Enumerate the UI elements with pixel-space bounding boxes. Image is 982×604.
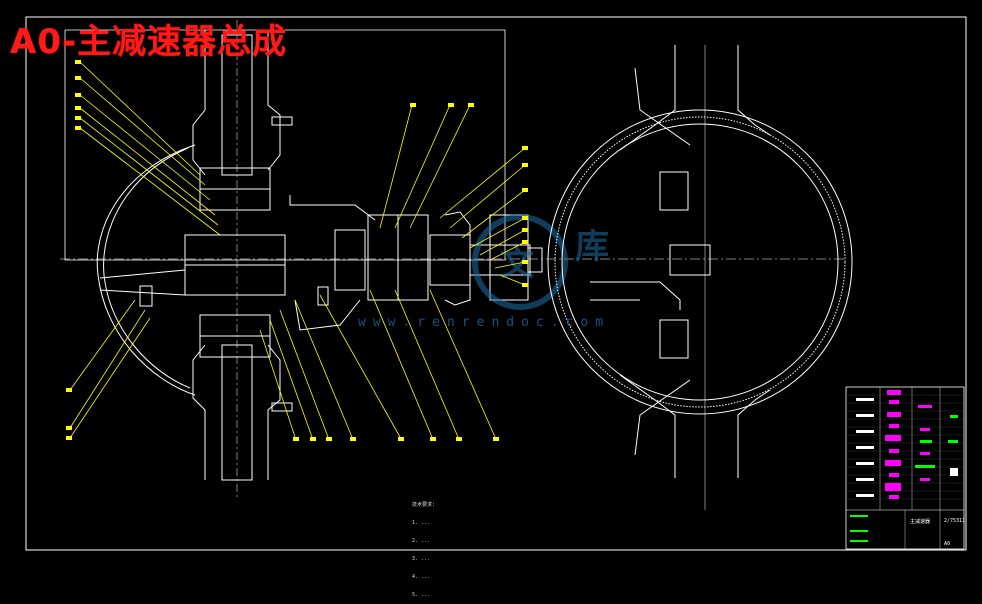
title-block-drawing-no: 2/75311 [944,518,965,524]
drawing-frame [25,16,967,551]
title-block-sheet: A0 [944,541,950,547]
title-block-drawing-name: 主减速器 [910,518,930,525]
tech-note-line: 2. ... [412,538,431,544]
svg-text:库: 库 [575,227,609,267]
leader-lines [69,61,526,439]
title-block: 2/75311 主减速器 A0 [845,386,965,550]
tech-note-line: 4. ... [412,574,431,580]
pinion-assembly [334,211,543,306]
tech-note-line: 5. ... [412,592,431,598]
balloon-tags [66,60,528,441]
watermark-text: www.renrendoc.com [358,315,611,330]
tech-note-line: 3. ... [412,556,431,562]
left-section-view [96,20,376,500]
tech-note-line: 技术要求: [412,502,436,508]
tech-note-line: 1. ... [412,520,431,526]
right-side-view [547,45,853,510]
tech-notes: 技术要求: 1. ... 2. ... 3. ... 4. ... 5. ... [412,490,435,604]
drawing-title: A0-主减速器总成 [10,22,288,62]
detail-frame [64,29,506,261]
assembly-drawing: 文 库 [25,16,967,551]
